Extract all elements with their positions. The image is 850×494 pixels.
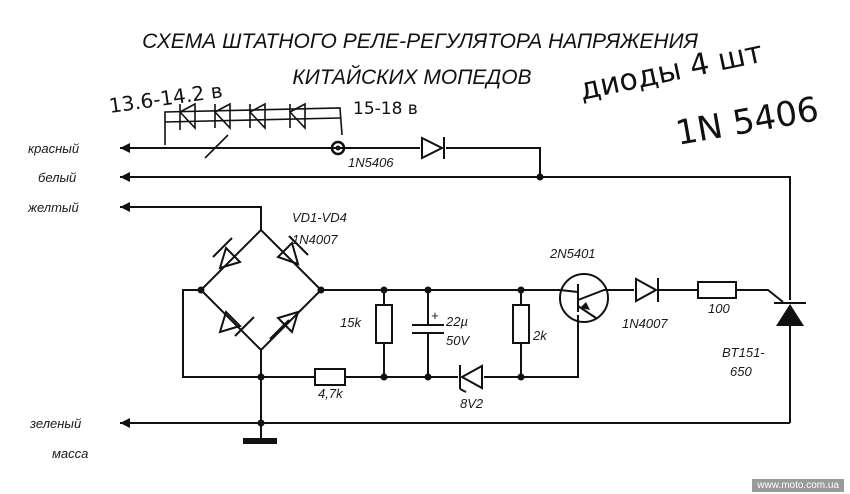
label-ground: масса <box>52 446 88 461</box>
wire-red <box>120 143 541 177</box>
wire-positive-rail <box>321 286 560 294</box>
diode-output <box>608 277 698 303</box>
label-thyristor: BT151- <box>722 345 765 360</box>
wire-yellow <box>120 202 262 230</box>
resistor-2k <box>512 290 530 377</box>
watermark: www.moto.com.ua <box>752 479 844 492</box>
wire-white <box>120 172 791 300</box>
transistor-2n5401 <box>559 273 609 323</box>
resistor-15k <box>375 290 393 377</box>
wire-bottom-rail <box>345 315 579 381</box>
label-thyristor-suffix: 650 <box>730 364 752 379</box>
title-line-1: СХЕМА ШТАТНОГО РЕЛЕ-РЕГУЛЯТОРА НАПРЯЖЕНИ… <box>142 30 699 53</box>
label-cap-value: 22µ <box>445 314 468 329</box>
label-r4: 100 <box>708 301 730 316</box>
diode-1n5406 <box>421 136 445 160</box>
handwritten-diode-string <box>164 102 346 159</box>
title-line-2: КИТАЙСКИХ МОПЕДОВ <box>292 66 531 89</box>
label-bridge: VD1-VD4 <box>292 210 347 225</box>
zener-diode <box>459 364 483 393</box>
label-cap-voltage: 50V <box>446 333 470 348</box>
label-bridge-part: 1N4007 <box>292 232 338 247</box>
resistor-100 <box>697 281 784 303</box>
label-diode-top: 1N5406 <box>348 155 394 170</box>
label-zener: 8V2 <box>460 396 484 411</box>
label-cap-polarity: + <box>431 308 439 323</box>
label-transistor: 2N5401 <box>549 246 596 261</box>
thyristor <box>774 302 806 423</box>
handwritten-part-note: 1N 5406 <box>673 89 822 153</box>
bridge-rectifier <box>197 228 325 352</box>
label-r3: 4,7k <box>318 386 344 401</box>
label-white: белый <box>38 170 76 185</box>
capacitor <box>412 290 444 377</box>
label-r2: 2k <box>532 328 548 343</box>
resistor-4k7 <box>314 368 346 386</box>
label-yellow: желтый <box>27 200 79 215</box>
wire-left-loop <box>182 289 315 378</box>
label-green: зеленый <box>29 416 81 431</box>
handwritten-voltage-right: 15-18 в <box>353 99 418 119</box>
label-red: красный <box>28 141 79 156</box>
wire-green <box>120 350 790 438</box>
label-diode-out: 1N4007 <box>622 316 668 331</box>
label-r1: 15k <box>340 315 362 330</box>
ground-symbol <box>243 438 277 444</box>
